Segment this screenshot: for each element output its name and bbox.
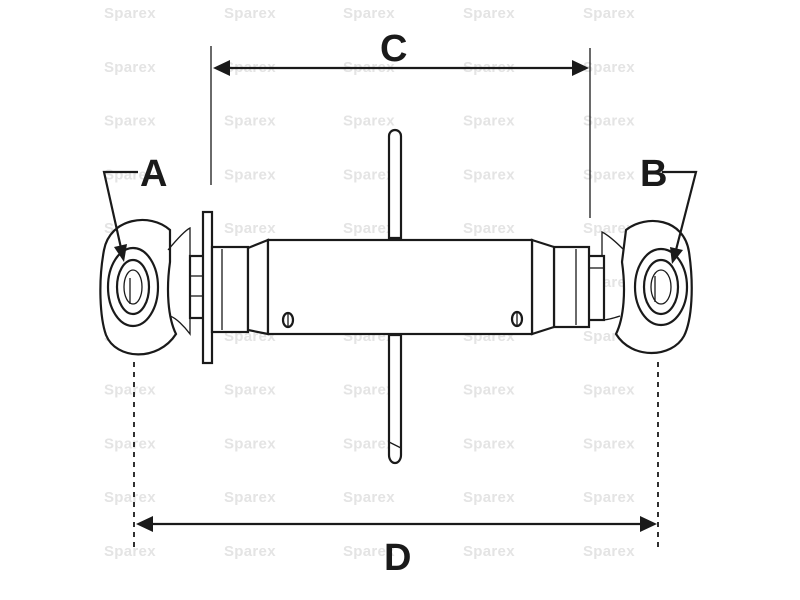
watermark-text: Sparex <box>463 543 515 560</box>
watermark-text: Sparex <box>104 435 156 452</box>
tommy-bar-handle-icon <box>387 128 403 465</box>
watermark-text: Sparex <box>463 435 515 452</box>
watermark-text: Sparex <box>224 220 276 237</box>
watermark-text: Sparex <box>583 5 635 22</box>
watermark-text: Sparex <box>104 489 156 506</box>
watermark-text: Sparex <box>224 382 276 399</box>
watermark-text: Sparex <box>463 382 515 399</box>
watermark-text: Sparex <box>343 113 395 130</box>
watermark-text: Sparex <box>224 489 276 506</box>
right-threaded-rod <box>586 254 606 322</box>
top-link-body <box>246 238 556 336</box>
watermark-text: Sparex <box>463 220 515 237</box>
watermark-text: Sparex <box>583 435 635 452</box>
dimension-d: D <box>133 362 659 579</box>
watermark-text: Sparex <box>104 166 156 183</box>
left-ball-joint-eye-icon <box>99 218 191 356</box>
watermark-text: Sparex <box>463 113 515 130</box>
watermark-text: Sparex <box>463 5 515 22</box>
watermark-text: Sparex <box>104 543 156 560</box>
callout-a: A <box>102 153 167 262</box>
dimension-c: C <box>210 28 591 218</box>
watermark-text: Sparex <box>224 5 276 22</box>
watermark-text: Sparex <box>104 59 156 76</box>
watermark-text: Sparex <box>343 166 395 183</box>
left-hex-nut <box>210 245 250 334</box>
watermark-text: Sparex <box>104 113 156 130</box>
watermark-text: Sparex <box>224 113 276 130</box>
right-connector <box>552 245 606 329</box>
dimension-d-arrow-left <box>136 516 153 532</box>
watermark-text: Sparex <box>104 5 156 22</box>
watermark-text: Sparex <box>583 220 635 237</box>
watermark-text: Sparex <box>343 435 395 452</box>
label-a: A <box>140 153 167 195</box>
watermark-text: Sparex <box>583 543 635 560</box>
watermark-text: Sparex <box>343 543 395 560</box>
watermark-text: Sparex <box>463 489 515 506</box>
left-flange-plate <box>201 210 214 365</box>
watermark-text: Sparex <box>583 113 635 130</box>
watermark-text: Sparex <box>224 435 276 452</box>
watermark-text: Sparex <box>583 59 635 76</box>
watermark-text: Sparex <box>583 382 635 399</box>
right-taper <box>530 238 556 336</box>
label-b: B <box>640 153 667 195</box>
watermark-text: Sparex <box>583 166 635 183</box>
watermark-text: Sparex <box>343 220 395 237</box>
left-taper <box>246 238 270 336</box>
left-connector <box>188 210 250 365</box>
watermark-text: Sparex <box>583 489 635 506</box>
left-grease-nipple-icon <box>281 311 295 329</box>
dimension-d-arrow-right <box>640 516 657 532</box>
dimension-c-arrow-right <box>572 60 589 76</box>
watermark-text: Sparex <box>343 489 395 506</box>
watermark-text: Sparex <box>463 166 515 183</box>
main-tube <box>266 238 534 336</box>
watermark-text: Sparex <box>224 166 276 183</box>
watermark-text: Sparex <box>343 5 395 22</box>
label-d: D <box>384 537 411 579</box>
callout-b: B <box>640 153 698 264</box>
right-grease-nipple-icon <box>510 310 524 328</box>
right-eye-inner-ring <box>642 258 680 316</box>
watermark-text: Sparex <box>224 543 276 560</box>
dimension-c-arrow-left <box>213 60 230 76</box>
label-c: C <box>380 28 407 70</box>
watermark-text: Sparex <box>104 382 156 399</box>
right-hex-nut <box>552 245 591 329</box>
left-eye-inner-ring <box>115 258 151 316</box>
watermark-text: Sparex <box>343 382 395 399</box>
